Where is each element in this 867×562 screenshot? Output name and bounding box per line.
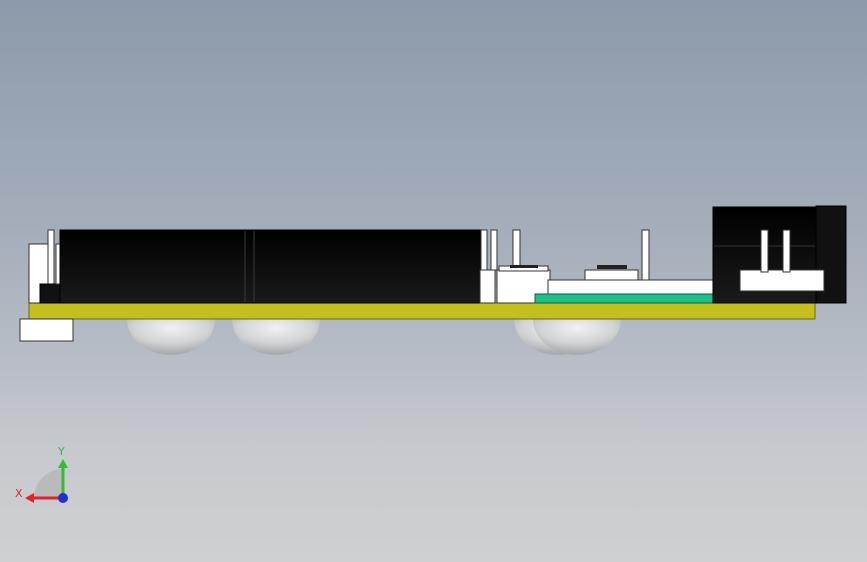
foot-4 xyxy=(533,319,621,355)
header-pin-b xyxy=(490,229,498,271)
y-axis-label: Y xyxy=(57,445,65,458)
triad-plane xyxy=(34,469,63,498)
header-pin-a xyxy=(480,229,488,271)
axis-triad: Y X xyxy=(15,445,68,503)
z-axis-dot xyxy=(58,493,68,503)
button-2-cap xyxy=(584,269,639,281)
header-pin-c xyxy=(512,229,521,271)
right-white-block xyxy=(739,269,825,292)
rubber-feet xyxy=(127,319,621,355)
foot-2 xyxy=(232,319,320,355)
bottom-left-block xyxy=(19,318,74,342)
right-pin-2 xyxy=(782,229,791,273)
foot-1 xyxy=(127,319,215,355)
header-pin-d xyxy=(641,229,650,281)
right-pin-1 xyxy=(760,229,769,273)
header-base xyxy=(479,269,496,304)
left-pin-1 xyxy=(47,229,55,285)
left-small-black xyxy=(39,283,61,304)
large-connector xyxy=(59,229,482,304)
pcb-board xyxy=(28,302,816,320)
x-axis-label: X xyxy=(15,487,23,500)
